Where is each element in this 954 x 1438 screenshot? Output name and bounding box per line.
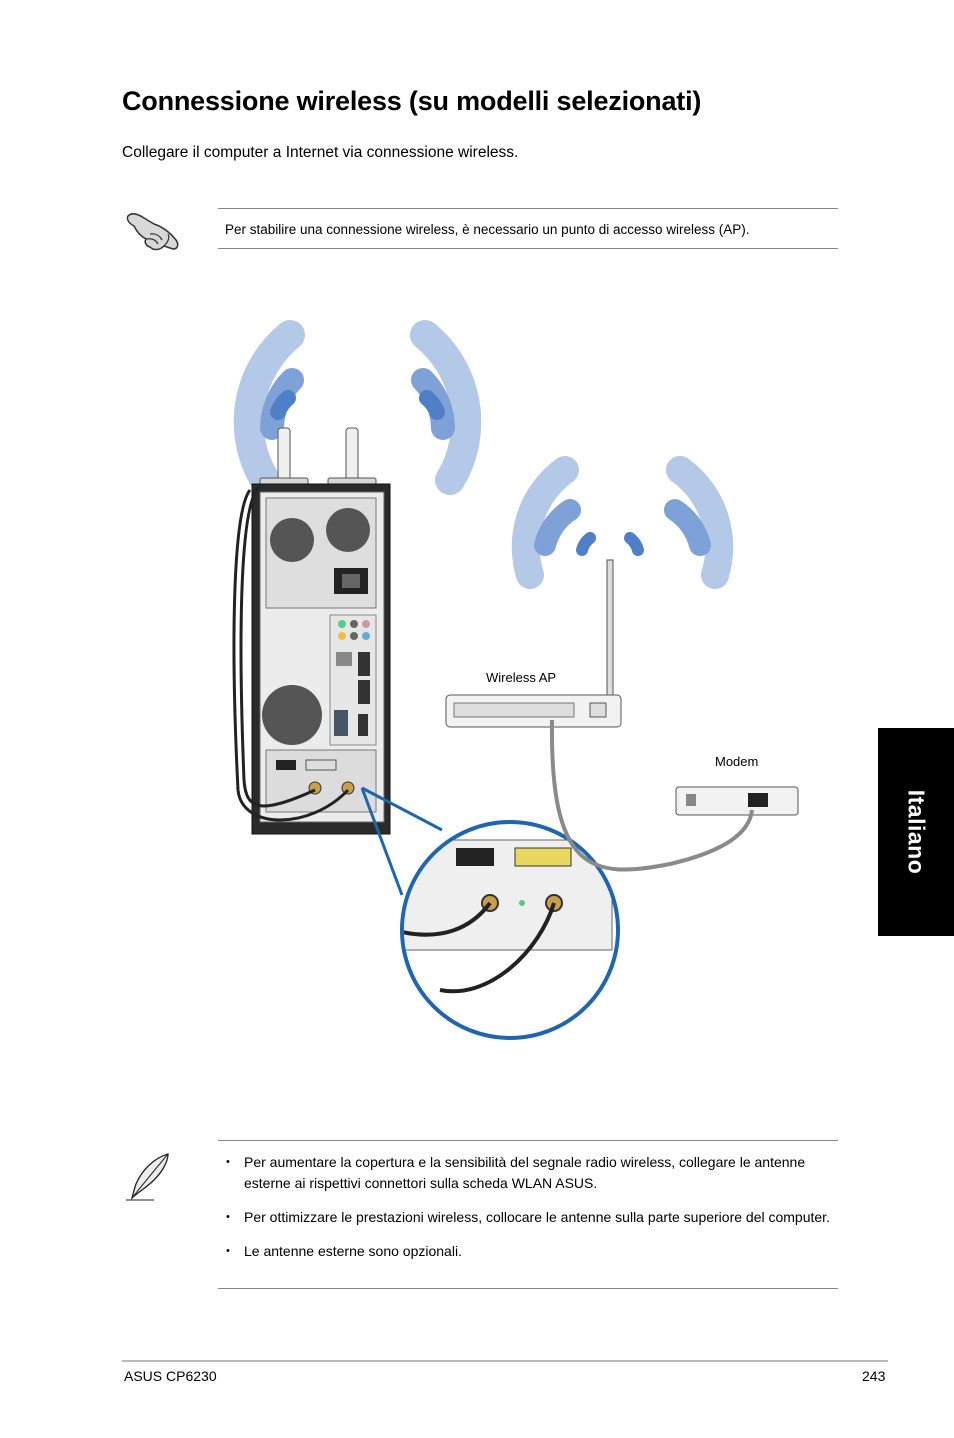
pc-left-antenna-waves xyxy=(233,320,305,495)
tips-bottom-rule xyxy=(218,1288,838,1289)
page-title: Connessione wireless (su modelli selezio… xyxy=(122,86,702,116)
note-icon-wrapper xyxy=(124,206,184,261)
language-tab-label: Italiano xyxy=(903,789,930,875)
intro-text: Collegare il computer a Internet via con… xyxy=(122,144,519,161)
pointing-hand-icon xyxy=(126,213,179,251)
list-item: Per aumentare la copertura e la sensibil… xyxy=(226,1152,841,1194)
pc-right-antenna-waves xyxy=(410,320,482,495)
page-number: 243 xyxy=(862,1368,886,1384)
note-text: Per stabilire una connessione wireless, … xyxy=(225,222,750,237)
feather-pen-icon xyxy=(126,1153,169,1201)
tip-icon-wrapper xyxy=(124,1150,174,1207)
tips-list: Per aumentare la copertura e la sensibil… xyxy=(226,1152,841,1275)
modem-label: Modem xyxy=(715,754,758,769)
note-bottom-rule xyxy=(218,248,838,249)
language-tab: Italiano xyxy=(878,728,954,936)
wireless-diagram: Wireless AP Modem xyxy=(232,320,799,1040)
tips-top-rule xyxy=(218,1140,838,1141)
note-top-rule xyxy=(218,208,838,209)
footer-model: ASUS CP6230 xyxy=(124,1368,217,1384)
footer-rule xyxy=(122,1360,888,1362)
modem xyxy=(675,786,799,816)
zoom-detail xyxy=(400,820,620,1040)
list-item: Le antenne esterne sono opzionali. xyxy=(226,1241,841,1262)
pc-tower xyxy=(251,483,391,835)
list-item: Per ottimizzare le prestazioni wireless,… xyxy=(226,1207,841,1228)
wireless-ap xyxy=(445,559,622,728)
ap-label: Wireless AP xyxy=(486,670,556,685)
ap-waves xyxy=(511,456,734,589)
